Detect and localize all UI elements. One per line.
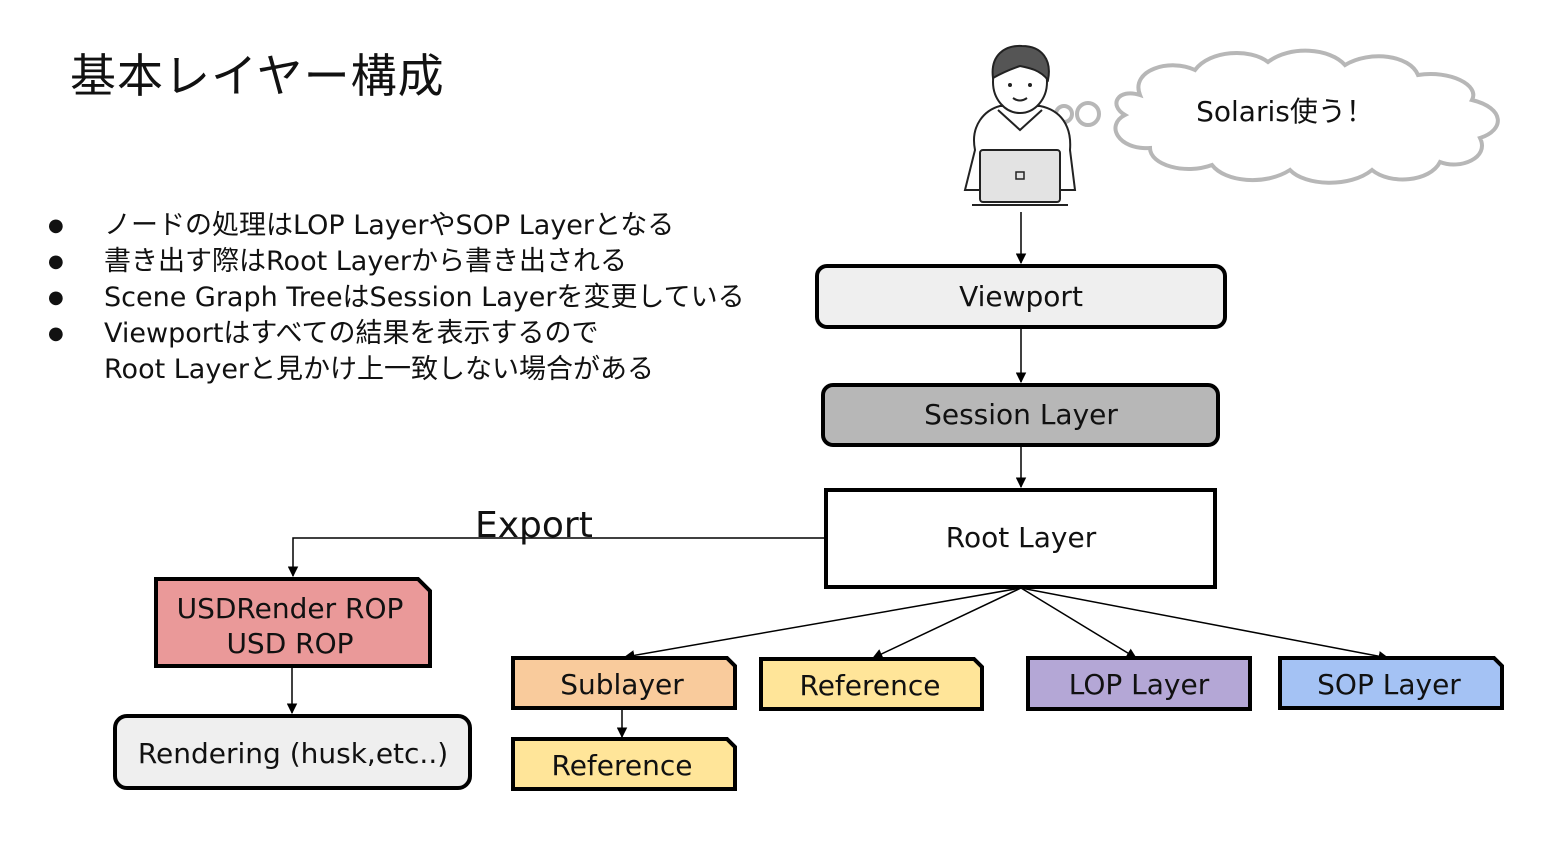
root-layer-box [824,488,1217,589]
sop-layer-box [1278,656,1504,710]
bullet-item: 書き出す際はRoot Layerから書き出される [48,244,745,280]
bullet-text: Root Layerと見かけ上一致しない場合がある [104,354,655,385]
bullet-item: Viewportはすべての結果を表示するので Root Layerと見かけ上一致し… [48,316,745,388]
sop-layer-node: SOP Layer [1278,656,1504,710]
sop-layer-label: SOP Layer [1317,668,1461,701]
page-title: 基本レイヤー構成 [70,49,445,103]
viewport-box [815,264,1227,329]
lop-layer-box [1026,656,1252,711]
reference-box [759,657,984,711]
usd-rop-box [154,577,432,668]
edge-root-reference [872,587,1022,659]
rendering-box [113,714,472,790]
sublayer-label: Sublayer [560,668,684,701]
thought-bubble: Solaris使う！ [1054,48,1500,185]
person-with-laptop-icon [963,44,1077,206]
session-layer-label: Session Layer [924,398,1118,431]
bullet-text: 書き出す際はRoot Layerから書き出される [104,246,628,277]
thought-dot-large [1075,101,1101,127]
viewport-node: Viewport [815,264,1227,329]
bullet-item: Scene Graph TreeはSession Layerを変更している [48,280,745,316]
session-layer-node: Session Layer [821,383,1220,447]
usd-rop-label-line1: USDRender ROP [177,592,404,625]
edge-root-export [287,537,826,578]
bullet-item: ノードの処理はLOP LayerやSOP Layerとなる [48,208,745,244]
rendering-node: Rendering (husk,etc..) [113,714,472,790]
rendering-label: Rendering (husk,etc..) [138,737,448,770]
thought-text: Solaris使う！ [1196,95,1374,128]
reference-node: Reference [759,657,984,711]
export-label: Export [475,505,593,546]
sublayer-reference-node: Reference [511,737,737,791]
reference-label: Reference [800,669,941,702]
bullet-text: Viewportはすべての結果を表示するので [104,318,599,349]
usd-rop-label-line2: USD ROP [226,627,353,660]
cloud-shape [1113,48,1500,185]
root-layer-node: Root Layer [824,488,1217,589]
viewport-label: Viewport [959,280,1083,313]
bullet-text: ノードの処理はLOP LayerやSOP Layerとなる [104,210,675,241]
usd-rop-node: USDRender ROP USD ROP [154,577,432,668]
edge-root-sublayer [623,587,1022,661]
sublayer-reference-box [511,737,737,791]
sublayer-box [511,656,737,710]
sublayer-reference-label: Reference [552,749,693,782]
bullet-list: ノードの処理はLOP LayerやSOP Layerとなる 書き出す際はRoot… [48,208,745,388]
edge-root-sop [1020,587,1390,662]
root-layer-label: Root Layer [946,521,1097,554]
lop-layer-node: LOP Layer [1026,656,1252,711]
sublayer-node: Sublayer [511,656,737,710]
edge-root-lop [1020,587,1137,659]
lop-layer-label: LOP Layer [1069,668,1210,701]
session-layer-box [821,383,1220,447]
bullet-text: Scene Graph TreeはSession Layerを変更している [104,282,745,313]
